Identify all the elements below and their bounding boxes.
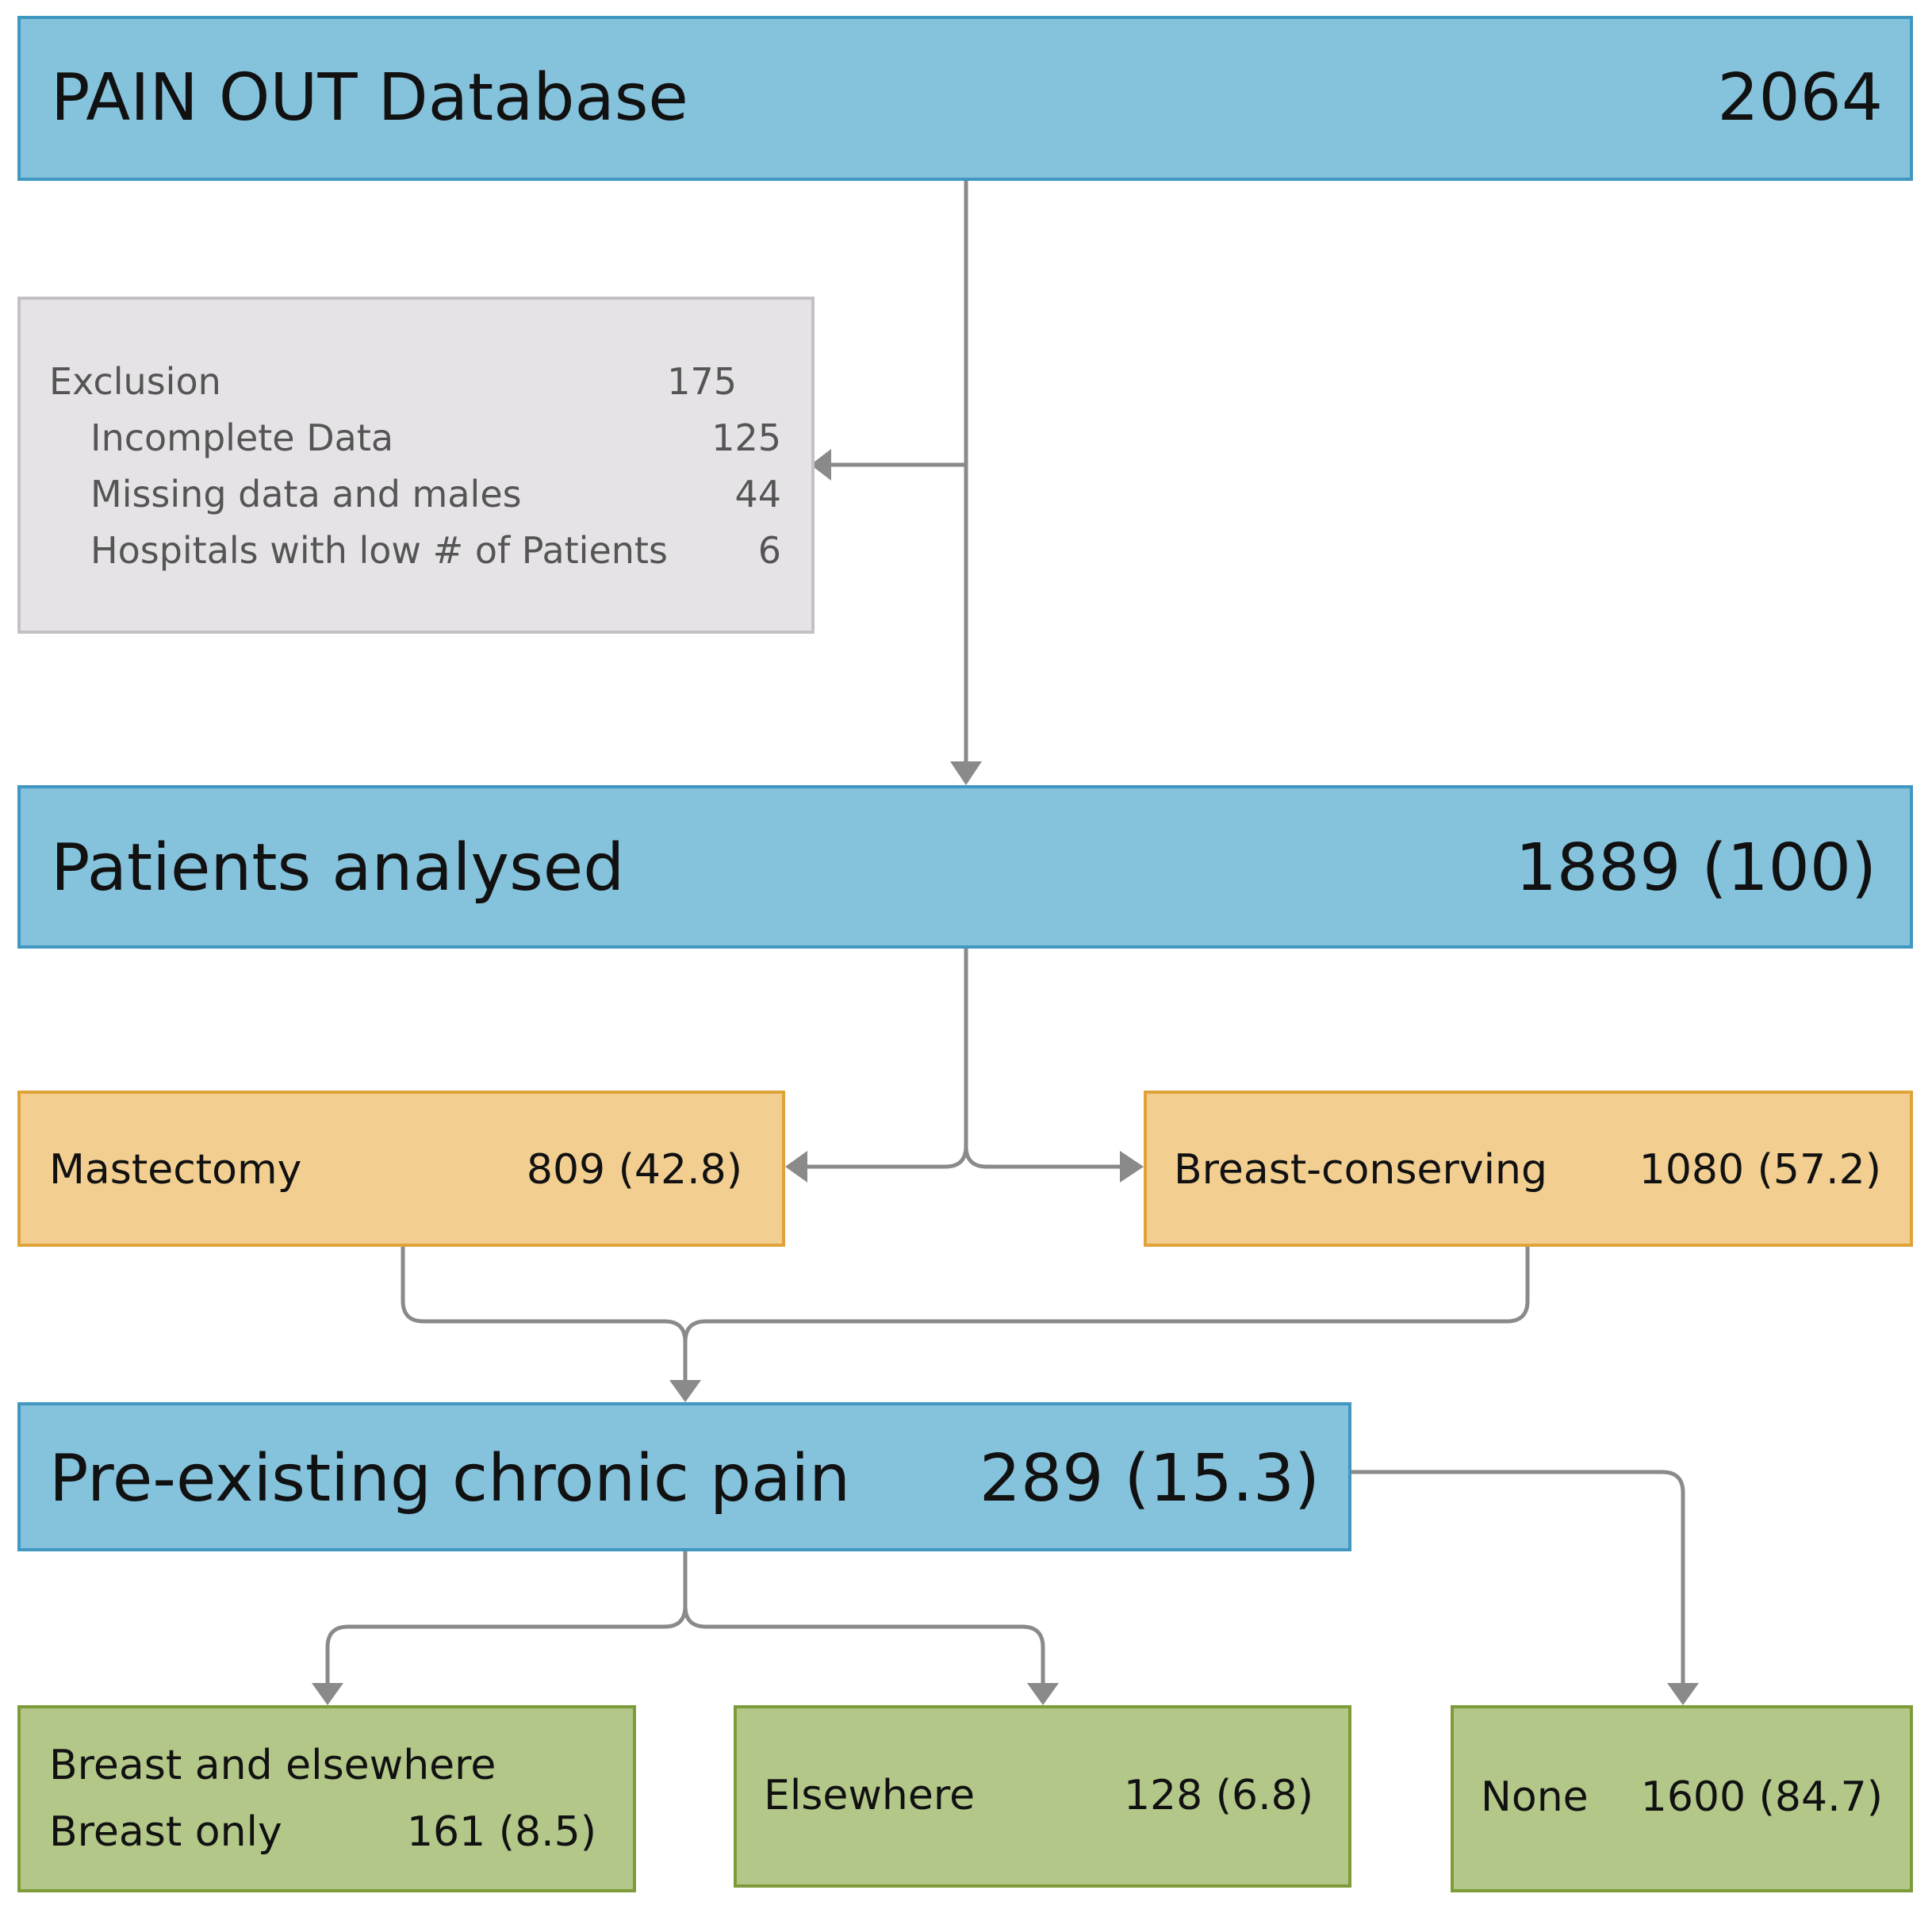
exclusion-item-label: Hospitals with low # of Patients [90, 529, 668, 572]
arrow-to-breast-conserving [1120, 1151, 1144, 1183]
arrow-to-exclusion [811, 449, 831, 481]
merge-line [401, 1247, 1530, 1380]
arrow-to-elsewhere [1027, 1683, 1059, 1705]
exclusion-item-count: 44 [734, 473, 781, 516]
breast-line1-label: Breast and elsewhere [49, 1742, 496, 1789]
breast-conserving-label: Breast-conserving [1174, 1146, 1548, 1194]
exclusion-box: Exclusion 175 Incomplete Data 125 Missin… [17, 297, 815, 634]
preexisting-box: Pre-existing chronic pain 289 (15.3) [17, 1402, 1351, 1551]
database-box: PAIN OUT Database 2064 [17, 16, 1913, 181]
elsewhere-count: 128 (6.8) [1123, 1772, 1313, 1819]
none-label: None [1481, 1773, 1589, 1821]
exclusion-item-label: Missing data and males [90, 473, 522, 516]
breast-line2-label: Breast only [49, 1808, 282, 1856]
none-count: 1600 (84.7) [1640, 1773, 1883, 1821]
arrow-to-analysed [950, 761, 982, 785]
breast-box: Breast and elsewhere Breast only 161 (8.… [17, 1705, 636, 1892]
breast-count: 161 (8.5) [406, 1808, 596, 1856]
preexisting-to-none-line [1351, 1470, 1685, 1683]
analysed-count: 1889 (100) [1515, 830, 1876, 906]
mastectomy-label: Mastectomy [49, 1146, 302, 1194]
mastectomy-box: Mastectomy 809 (42.8) [17, 1091, 785, 1247]
analysed-branch-line [807, 949, 1120, 1169]
elsewhere-box: Elsewhere 128 (6.8) [734, 1705, 1351, 1888]
preexisting-label: Pre-existing chronic pain [49, 1441, 851, 1516]
exclusion-item-count: 6 [757, 529, 781, 572]
arrow-to-preexisting [669, 1380, 701, 1402]
preexisting-split-line [325, 1551, 1045, 1683]
exclusion-item-label: Incomplete Data [90, 416, 394, 459]
mastectomy-count: 809 (42.8) [526, 1146, 742, 1194]
breast-conserving-box: Breast-conserving 1080 (57.2) [1144, 1091, 1913, 1247]
none-box: None 1600 (84.7) [1451, 1705, 1913, 1892]
preexisting-count: 289 (15.3) [979, 1441, 1320, 1516]
breast-conserving-count: 1080 (57.2) [1639, 1146, 1881, 1194]
arrow-to-none [1667, 1683, 1699, 1705]
exclusion-title: Exclusion [49, 360, 221, 403]
arrow-to-breast [312, 1683, 343, 1705]
exclusion-total: 175 [667, 360, 737, 403]
database-label: PAIN OUT Database [51, 60, 688, 136]
arrow-to-mastectomy [785, 1151, 807, 1183]
elsewhere-label: Elsewhere [764, 1772, 976, 1819]
exclusion-item-count: 125 [711, 416, 781, 459]
analysed-label: Patients analysed [51, 830, 625, 906]
database-count: 2064 [1717, 60, 1883, 136]
analysed-box: Patients analysed 1889 (100) [17, 785, 1913, 949]
